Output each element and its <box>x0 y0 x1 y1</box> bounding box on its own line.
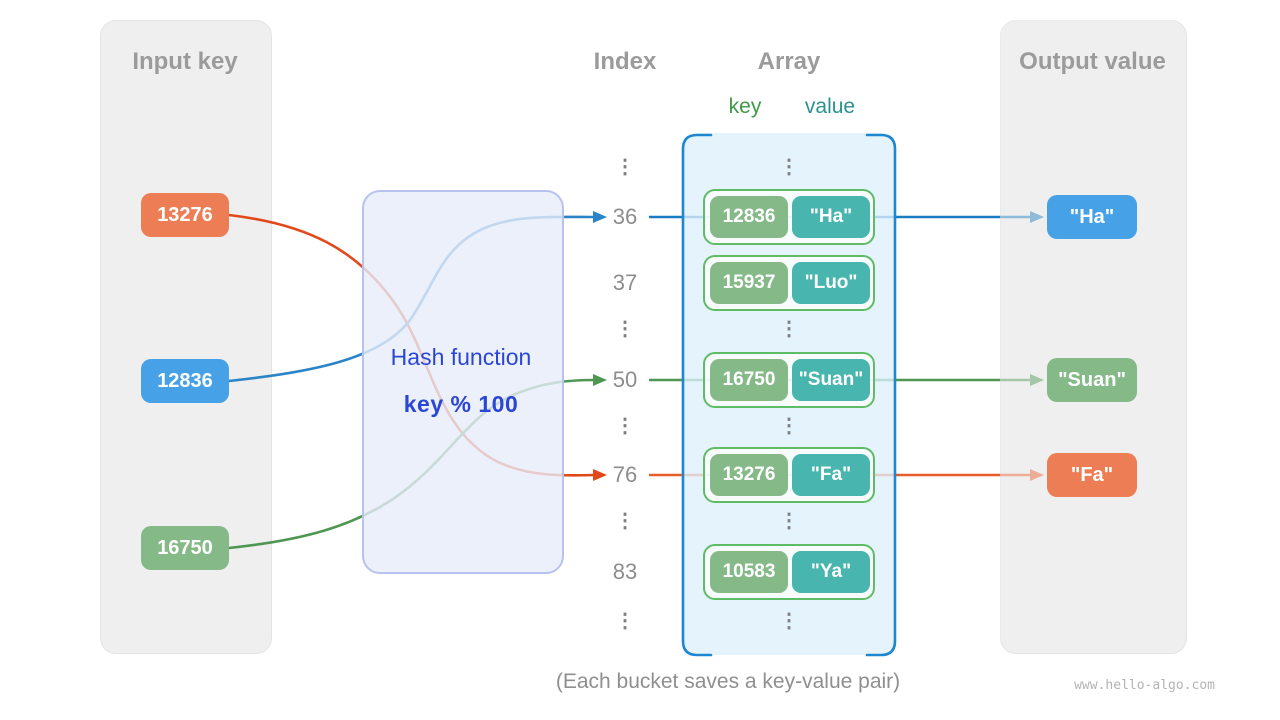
index-50: 50 <box>612 367 638 392</box>
bucket-36: 12836 "Ha" <box>703 189 875 245</box>
array-ellipsis: ⋮ <box>779 415 799 437</box>
hash-formula: key % 100 <box>403 391 519 417</box>
diagram-caption: (Each bucket saves a key-value pair) <box>555 670 901 693</box>
arrowhead-50 <box>593 374 607 386</box>
arrowhead-36 <box>593 211 607 223</box>
bucket-83-value: "Ya" <box>792 551 870 593</box>
input-key-12836: 12836 <box>141 359 229 403</box>
hash-function-label: Hash function <box>390 344 532 370</box>
bucket-36-value: "Ha" <box>792 196 870 238</box>
output-panel-fade-overlay <box>1000 20 1185 652</box>
index-column-title: Index <box>593 48 657 75</box>
key-header: key <box>728 95 762 118</box>
bucket-76: 13276 "Fa" <box>703 447 875 503</box>
bucket-83: 10583 "Ya" <box>703 544 875 600</box>
index-37: 37 <box>612 270 638 295</box>
output-value-ha: "Ha" <box>1047 195 1137 239</box>
bucket-50-value: "Suan" <box>792 359 870 401</box>
bucket-37: 15937 "Luo" <box>703 255 875 311</box>
index-ellipsis: ⋮ <box>615 510 635 532</box>
index-ellipsis: ⋮ <box>615 156 635 178</box>
array-column-title: Array <box>757 48 821 75</box>
array-left-bracket <box>681 133 713 657</box>
index-ellipsis: ⋮ <box>615 610 635 632</box>
array-right-bracket <box>865 133 897 657</box>
index-36: 36 <box>612 204 638 229</box>
output-value-title: Output value <box>1019 48 1166 75</box>
bucket-37-key: 15937 <box>710 262 788 304</box>
bucket-83-key: 10583 <box>710 551 788 593</box>
watermark: www.hello-algo.com <box>1074 678 1215 693</box>
bucket-36-key: 12836 <box>710 196 788 238</box>
bucket-76-value: "Fa" <box>792 454 870 496</box>
arrowhead-76 <box>593 469 607 481</box>
bucket-50: 16750 "Suan" <box>703 352 875 408</box>
input-key-16750: 16750 <box>141 526 229 570</box>
bucket-50-key: 16750 <box>710 359 788 401</box>
index-76: 76 <box>612 462 638 487</box>
array-ellipsis: ⋮ <box>779 610 799 632</box>
input-key-title: Input key <box>132 48 238 75</box>
hash-function-box <box>362 190 564 574</box>
bucket-76-key: 13276 <box>710 454 788 496</box>
array-ellipsis: ⋮ <box>779 318 799 340</box>
input-key-13276: 13276 <box>141 193 229 237</box>
bucket-37-value: "Luo" <box>792 262 870 304</box>
array-ellipsis: ⋮ <box>779 156 799 178</box>
output-value-suan: "Suan" <box>1047 358 1137 402</box>
output-value-fa: "Fa" <box>1047 453 1137 497</box>
index-83: 83 <box>612 559 638 584</box>
value-header: value <box>804 95 856 118</box>
index-ellipsis: ⋮ <box>615 318 635 340</box>
index-ellipsis: ⋮ <box>615 415 635 437</box>
array-ellipsis: ⋮ <box>779 510 799 532</box>
